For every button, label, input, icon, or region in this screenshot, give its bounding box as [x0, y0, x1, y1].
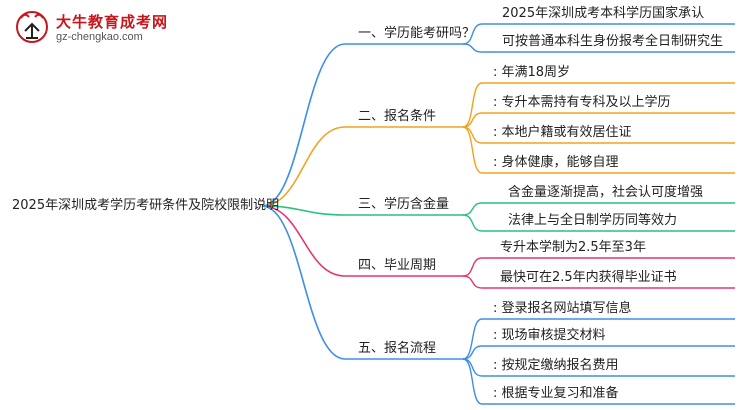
leaf-label: 可按普通本科生身份报考全日制研究生	[502, 34, 724, 49]
leaf-connector	[462, 318, 483, 360]
branch-connector	[261, 43, 346, 207]
leaf-label: : 本地户籍或有效居住证	[493, 125, 632, 140]
branch-label: 二、报名条件	[358, 109, 437, 124]
leaf-label: : 按规定缴纳报名费用	[493, 358, 619, 373]
leaf-connector	[462, 82, 483, 128]
leaf-connector	[462, 126, 483, 174]
branch-label: 一、学历能考研吗？	[358, 26, 476, 41]
leaf-label: : 登录报名网站填写信息	[493, 301, 632, 316]
branch-connector	[261, 205, 346, 277]
leaf-connector	[462, 214, 483, 232]
leaf-label: : 专升本需持有专科及以上学历	[493, 95, 671, 110]
leaf-connector	[462, 23, 483, 45]
root-topic: 2025年深圳成考学历考研条件及院校限制说明	[12, 198, 280, 213]
leaf-label: 2025年深圳成考本科学历国家承认	[502, 6, 705, 21]
leaf-connector	[462, 43, 483, 53]
leaf-label: : 身体健康，能够自理	[493, 155, 619, 170]
leaf-label: : 根据专业复习和准备	[493, 386, 619, 401]
branch-connector	[261, 205, 346, 360]
logo-url[interactable]: gz-chengkao.com	[56, 31, 143, 43]
leaf-connector	[462, 257, 483, 277]
leaf-connector	[462, 202, 483, 216]
leaf-label: 含金量逐渐提高，社会认可度增强	[508, 185, 704, 200]
leaf-connector	[462, 112, 483, 128]
ox-mascot-icon	[16, 11, 48, 43]
logo-title: 大牛教育成考网	[56, 13, 169, 31]
leaf-connector	[462, 358, 483, 405]
leaf-label: 最快可在2.5年内获得毕业证书	[500, 270, 677, 285]
branch-label: 四、毕业周期	[358, 258, 437, 273]
leaf-label: : 现场审核提交材料	[493, 328, 606, 343]
branch-label: 五、报名流程	[358, 341, 437, 356]
leaf-label: 法律上与全日制学历同等效力	[508, 213, 678, 228]
leaf-connector	[462, 275, 483, 289]
branch-connector	[261, 126, 346, 207]
leaf-connector	[462, 345, 483, 360]
leaf-label: 专升本学制为2.5年至3年	[500, 240, 646, 255]
leaf-label: : 年满18周岁	[493, 65, 571, 80]
branch-label: 三、学历含金量	[358, 197, 450, 212]
leaf-connector	[462, 358, 483, 377]
branch-connector	[261, 205, 346, 216]
site-logo[interactable]: 大牛教育成考网 gz-chengkao.com	[6, 4, 176, 50]
leaf-connector	[462, 126, 483, 144]
